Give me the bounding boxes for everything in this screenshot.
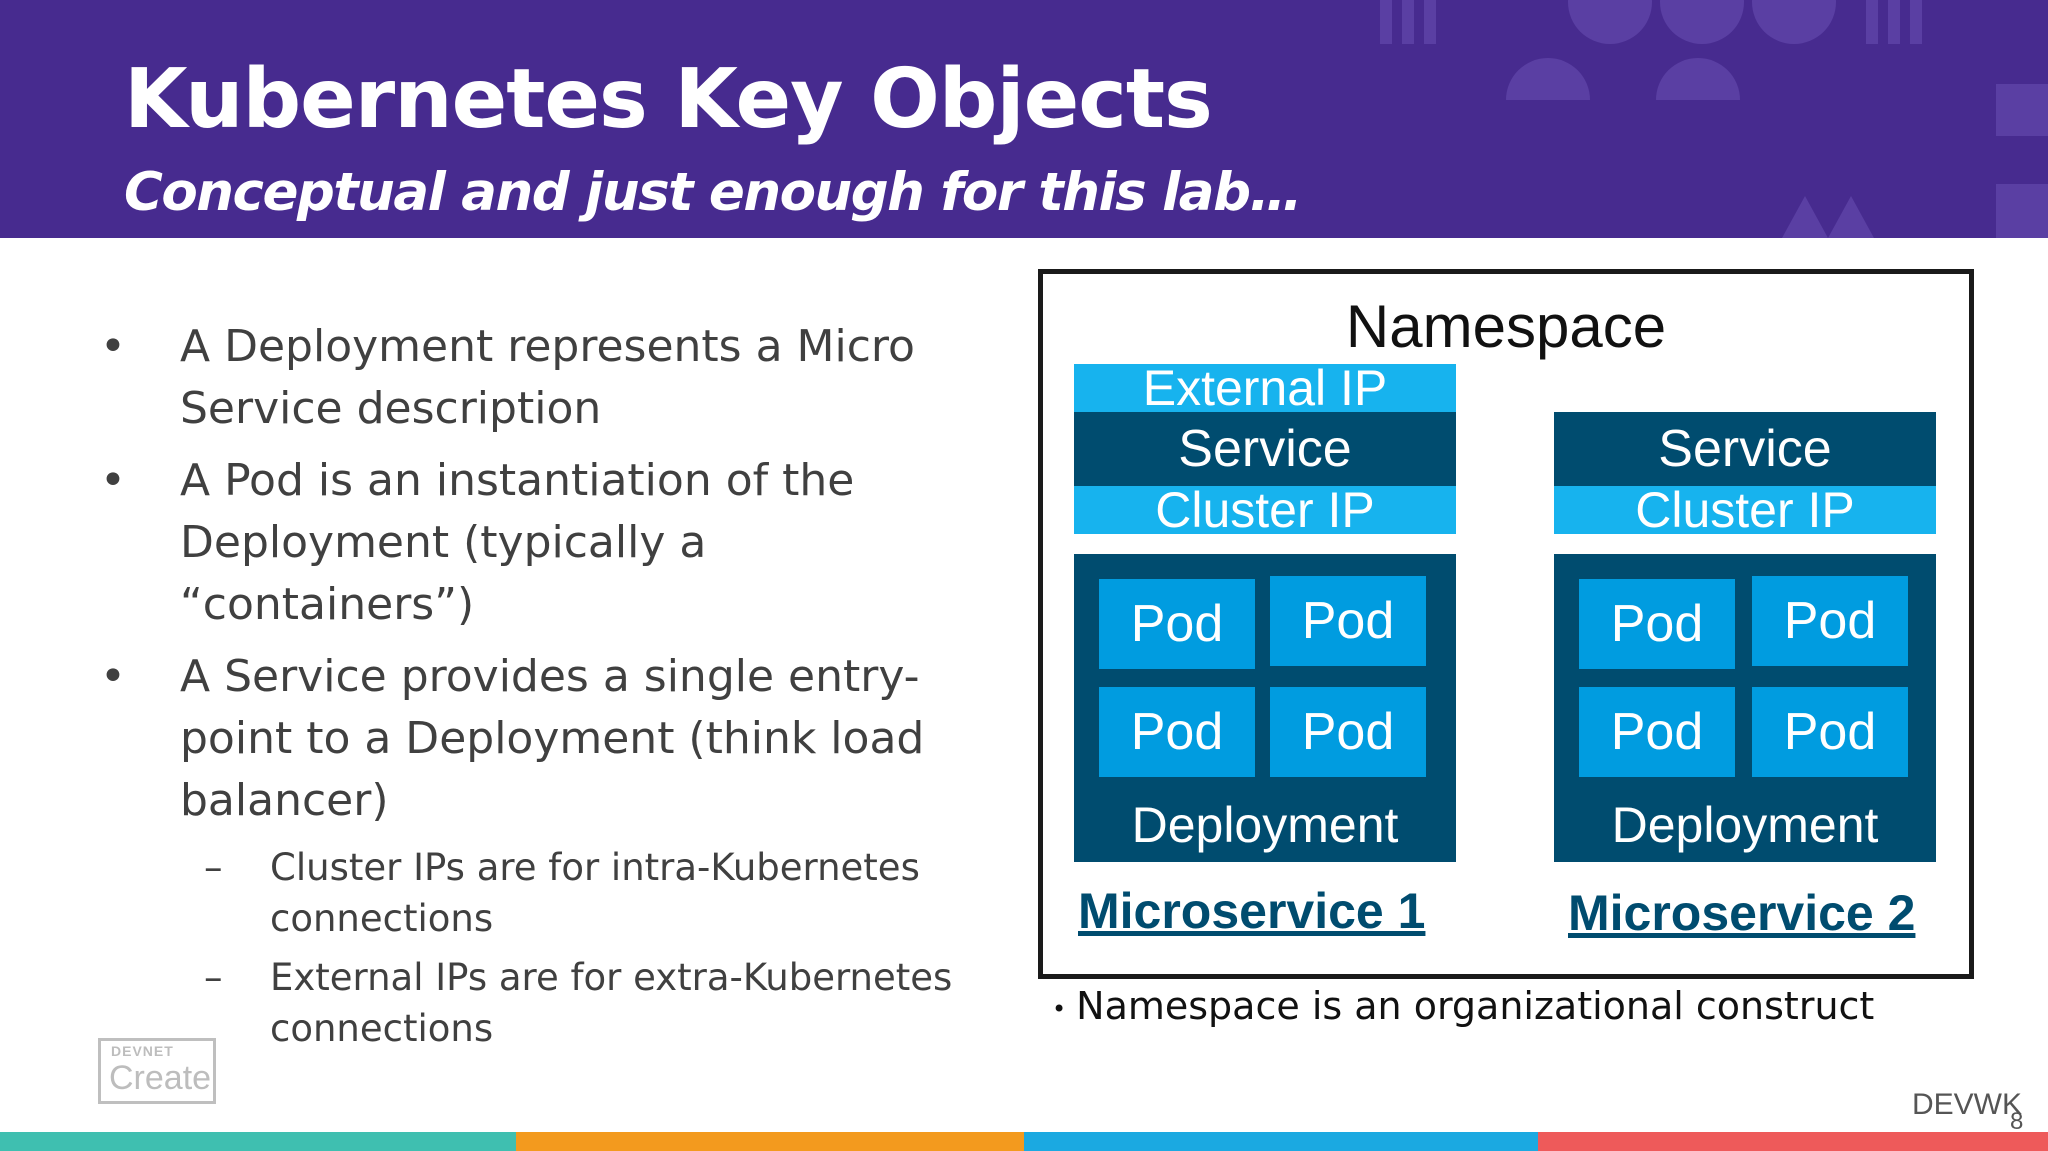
bullet-marker: •	[100, 321, 126, 372]
bullet-marker: •	[100, 455, 126, 506]
bullet-text: A Pod is an instantiation of the Deploym…	[180, 455, 855, 630]
page-subtitle: Conceptual and just enough for this lab…	[124, 162, 1303, 223]
deployment-label: Deployment	[1131, 797, 1399, 853]
decorative-shape	[1752, 0, 1836, 44]
sub-bullet-text: Cluster IPs are for intra-Kubernetes con…	[270, 846, 920, 940]
namespace-box: Namespace External IP Service Cluster IP…	[1038, 269, 1974, 979]
decorative-shape	[1996, 84, 2048, 136]
logo-big-text: Create	[109, 1059, 212, 1097]
cluster-ip-bar: Cluster IP	[1074, 485, 1456, 535]
pod-box: Pod	[1270, 687, 1426, 777]
service-bar: Service	[1074, 412, 1456, 486]
pod-box: Pod	[1099, 687, 1255, 777]
devnet-create-logo: DEVNET Create	[98, 1038, 216, 1104]
pod-box: Pod	[1752, 687, 1908, 777]
decorative-shape	[1424, 0, 1436, 44]
decorative-shape	[1402, 0, 1414, 44]
note-text: Namespace is an organizational construct	[1076, 984, 1875, 1028]
page-title: Kubernetes Key Objects	[124, 52, 1213, 147]
bullet-text: A Service provides a single entry-point …	[180, 651, 925, 826]
decorative-shape	[1660, 0, 1744, 44]
bullet-list: • A Deployment represents a Micro Servic…	[100, 316, 1000, 1062]
decorative-shape	[1866, 0, 1878, 44]
footer-stripe-orange	[516, 1132, 1024, 1151]
bullet-marker: •	[100, 651, 126, 702]
decorative-shape	[1568, 0, 1652, 44]
microservice-2-label: Microservice 2	[1568, 885, 1916, 941]
footer-stripe-teal	[0, 1132, 516, 1151]
pod-box: Pod	[1270, 576, 1426, 666]
sub-bullet-marker: –	[204, 956, 223, 999]
namespace-title: Namespace	[1345, 293, 1667, 360]
decorative-shape	[1506, 58, 1590, 100]
service-bar: Service	[1554, 412, 1936, 486]
footer-stripe-red	[1538, 1132, 2048, 1151]
pod-box: Pod	[1579, 687, 1735, 777]
namespace-note: • Namespace is an organizational construc…	[1052, 984, 1874, 1028]
decorative-shape	[1782, 196, 1874, 238]
external-ip-bar: External IP	[1074, 363, 1456, 413]
page-number: 8	[2010, 1108, 2024, 1135]
bullet-item: • A Pod is an instantiation of the Deplo…	[100, 450, 1000, 636]
note-marker: •	[1052, 994, 1067, 1023]
pod-box: Pod	[1579, 579, 1735, 669]
bullet-item: • A Deployment represents a Micro Servic…	[100, 316, 1000, 440]
bullet-item: • A Service provides a single entry-poin…	[100, 646, 1000, 832]
deployment-box: Pod Pod Pod Pod Deployment	[1554, 554, 1936, 862]
decorative-shape	[1888, 0, 1900, 44]
cluster-ip-bar: Cluster IP	[1554, 485, 1936, 535]
deployment-label: Deployment	[1611, 797, 1879, 853]
decorative-shape	[1656, 58, 1740, 100]
pod-box: Pod	[1099, 579, 1255, 669]
logo-small-text: DEVNET	[111, 1043, 174, 1059]
bullet-text: A Deployment represents a Micro Service …	[180, 321, 915, 434]
sub-bullet-text: External IPs are for extra-Kubernetes co…	[270, 956, 953, 1050]
header-band: Kubernetes Key Objects Conceptual and ju…	[0, 0, 2048, 238]
pod-box: Pod	[1752, 576, 1908, 666]
sub-bullet-marker: –	[204, 846, 223, 889]
sub-bullet-item: – External IPs are for extra-Kubernetes …	[100, 952, 1000, 1054]
event-code: DEVWK	[1912, 1088, 2023, 1121]
decorative-shape	[1380, 0, 1392, 44]
microservice-1-label: Microservice 1	[1078, 883, 1426, 939]
deployment-box: Pod Pod Pod Pod Deployment	[1074, 554, 1456, 862]
footer-stripe-blue	[1024, 1132, 1538, 1151]
sub-bullet-item: – Cluster IPs are for intra-Kubernetes c…	[100, 842, 1000, 944]
decorative-shape	[1910, 0, 1922, 44]
decorative-shape	[1996, 184, 2048, 238]
